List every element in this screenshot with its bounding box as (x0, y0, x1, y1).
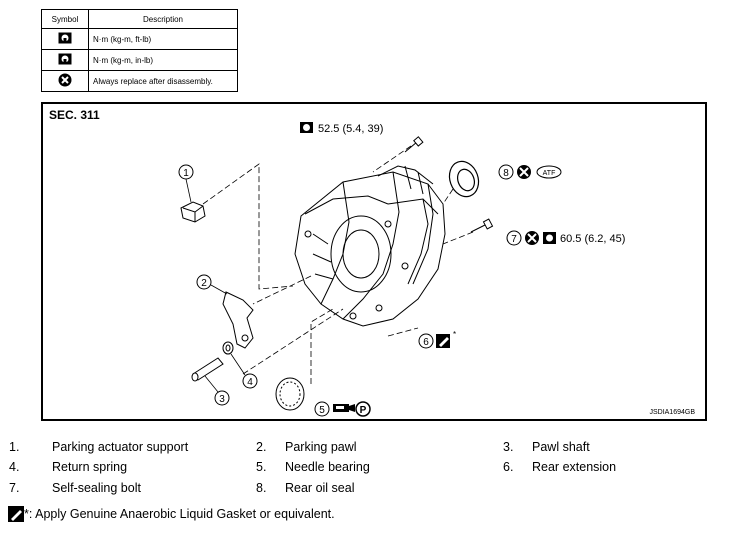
part-2-number: 2. (256, 440, 267, 454)
callout-3: 3 (219, 394, 225, 405)
callout-1-group: 1 (178, 164, 194, 203)
callout-4: 4 (247, 377, 253, 388)
needle-bearing-part (275, 377, 305, 411)
callout-6-group: 6 * (418, 330, 456, 349)
return-spring-part (222, 341, 234, 355)
part-8-number: 8. (256, 481, 267, 495)
callout-5: 5 (319, 405, 325, 416)
legend-row-1-symbol (41, 28, 89, 50)
gasket-footnote: *: Apply Genuine Anaerobic Liquid Gasket… (8, 506, 335, 522)
atf-label: ATF (543, 170, 556, 177)
grease-gun-icon (333, 404, 355, 412)
torque-right-value: 60.5 (6.2, 45) (560, 233, 625, 245)
part-1-name: Parking actuator support (52, 440, 189, 454)
torque-top-value: 52.5 (5.4, 39) (318, 123, 383, 135)
legend-header-symbol: Symbol (41, 9, 89, 29)
callout-4-group: 4 (230, 353, 258, 389)
part-4-number: 4. (9, 460, 20, 474)
legend-row-3-description: Always replace after disassembly. (88, 70, 238, 92)
parts-list: 1. Parking actuator support 2. Parking p… (0, 440, 742, 500)
part-3-name: Pawl shaft (532, 440, 590, 454)
legend-row-1-description: N·m (kg-m, ft-lb) (88, 28, 238, 50)
rear-extension-exploded-view: SEC. 311 (49, 108, 695, 417)
part-2-name: Parking pawl (285, 440, 357, 454)
pawl-shaft-part (191, 357, 224, 382)
p-grease-mark: P (360, 405, 367, 416)
footnote-text: *: Apply Genuine Anaerobic Liquid Gasket… (24, 507, 335, 521)
rear-oil-seal-part (448, 160, 480, 198)
top-bolt-part (404, 136, 424, 153)
callout-7-group: 7 60.5 (6.2, 45) (506, 230, 625, 246)
figure-id: JSDIA1694GB (649, 409, 695, 416)
callout-3-group: 3 (204, 375, 230, 406)
callout-7: 7 (511, 234, 517, 245)
section-label: SEC. 311 (49, 108, 100, 122)
parking-actuator-support-part (180, 201, 206, 223)
exploded-diagram-frame: SEC. 311 (41, 102, 707, 421)
legend-row-2-symbol (41, 49, 89, 71)
callout-8: 8 (503, 168, 509, 179)
part-3-number: 3. (503, 440, 514, 454)
atf-oval (536, 165, 562, 179)
torque-wrench-icon (58, 53, 72, 65)
callout-6: 6 (423, 337, 429, 348)
part-6-number: 6. (503, 460, 514, 474)
asterisk-mark: * (453, 330, 456, 339)
torque-top-callout: 52.5 (5.4, 39) (300, 122, 383, 135)
symbol-legend-table: Symbol Description N·m (kg-m, ft-lb) N·m… (41, 9, 238, 92)
part-8-name: Rear oil seal (285, 481, 355, 495)
parking-pawl-part (222, 291, 254, 349)
part-1-number: 1. (9, 440, 20, 454)
torque-wrench-icon (58, 32, 72, 44)
self-sealing-bolt-part (470, 218, 494, 233)
part-5-name: Needle bearing (285, 460, 370, 474)
callout-2: 2 (201, 278, 207, 289)
assembly-dash-lines (202, 145, 474, 384)
part-6-name: Rear extension (532, 460, 617, 474)
part-5-number: 5. (256, 460, 267, 474)
liquid-gasket-icon (436, 334, 450, 348)
legend-row-2-description: N·m (kg-m, in-lb) (88, 49, 238, 71)
part-7-name: Self-sealing bolt (52, 481, 141, 495)
part-4-name: Return spring (52, 460, 128, 474)
always-replace-icon (58, 73, 72, 87)
liquid-gasket-icon (8, 506, 24, 522)
callout-2-group: 2 (196, 274, 228, 295)
rear-extension-housing (294, 165, 446, 327)
legend-row-3-symbol (41, 70, 89, 92)
callout-5-group: 5 P (314, 401, 371, 417)
callout-8-group: 8 ATF (498, 164, 562, 180)
part-7-number: 7. (9, 481, 20, 495)
callout-1: 1 (183, 168, 189, 179)
legend-header-description: Description (88, 9, 238, 29)
